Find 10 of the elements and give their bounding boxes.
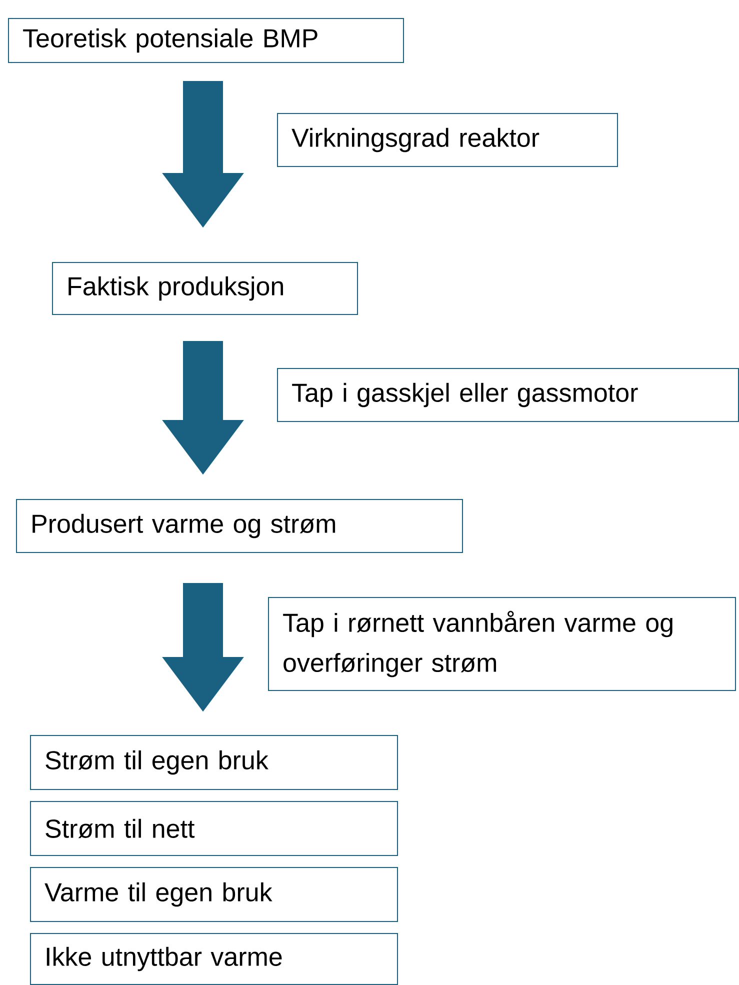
text-box: Varme til egen bruk [30,867,398,922]
text-box: Ikke utnyttbar varme [30,933,398,985]
text-box: Virkningsgrad reaktor [277,113,618,167]
text-box: Teoretisk potensiale BMP [8,18,404,63]
text-box: Tap i gasskjel eller gassmotor [277,368,739,422]
text-box: Tap i rørnett vannbåren varme og overføringer strøm [268,597,736,691]
text-box: Strøm til nett [30,801,398,856]
text-box: Strøm til egen bruk [30,735,398,790]
text-box: Faktisk produksjon [52,262,358,315]
text-box: Produsert varme og strøm [16,499,463,553]
